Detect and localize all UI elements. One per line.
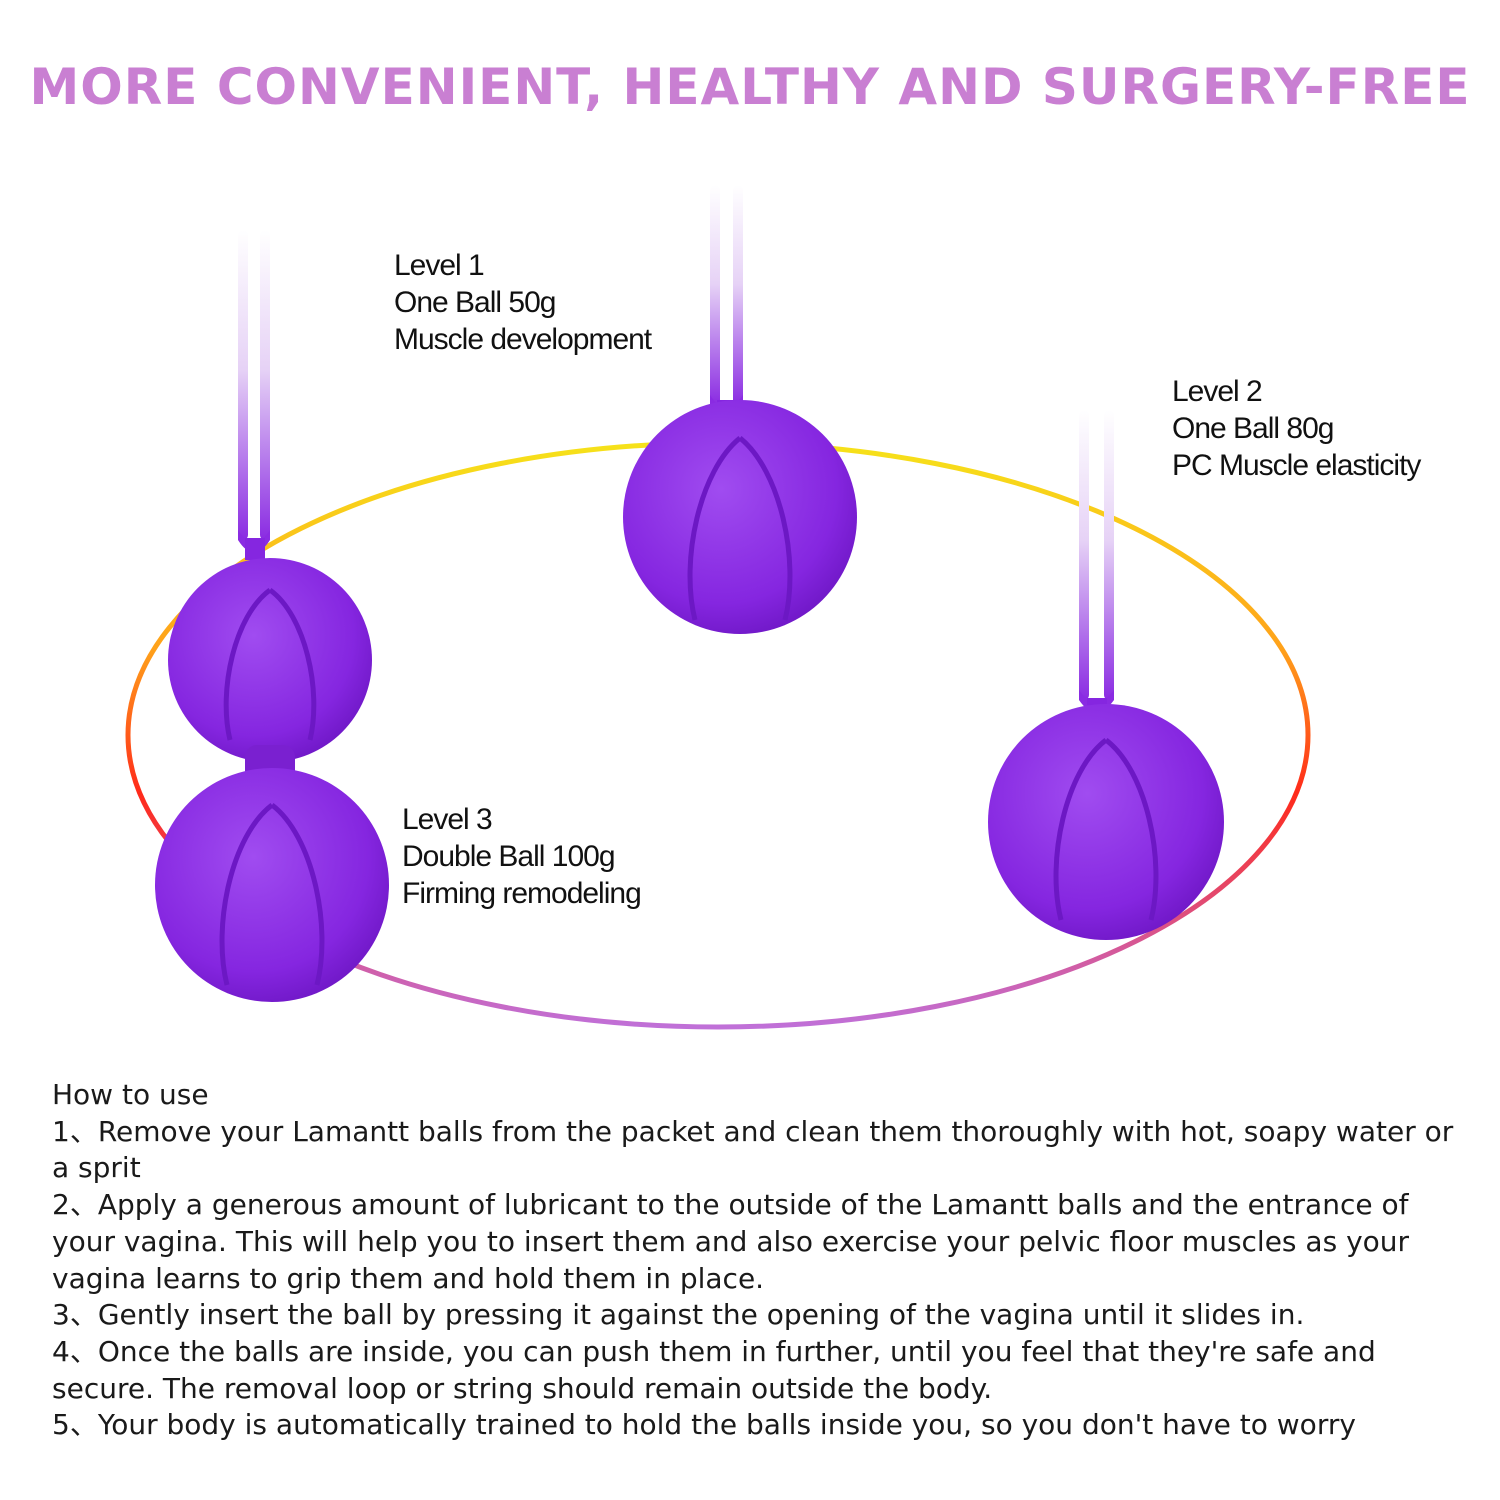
how-to-use-heading: How to use: [52, 1078, 209, 1111]
level-3-spec: Double Ball 100g: [402, 840, 616, 873]
level-3-benefit: Firming remodeling: [402, 877, 642, 910]
level-1-spec: One Ball 50g: [394, 286, 556, 319]
level-2-title: Level 2: [1172, 375, 1263, 408]
level-2-label: Level 2 One Ball 80g PC Muscle elasticit…: [1172, 373, 1421, 484]
level-3-title: Level 3: [402, 803, 493, 836]
level-3-label: Level 3 Double Ball 100g Firming remodel…: [402, 801, 642, 912]
level-1-ball-icon: [623, 185, 857, 634]
level-1-label: Level 1 One Ball 50g Muscle development: [394, 247, 652, 358]
step-2: 2、Apply a generous amount of lubricant t…: [52, 1188, 1410, 1295]
level-3-ball-icon: [155, 230, 389, 1002]
level-1-title: Level 1: [394, 249, 485, 282]
product-illustration: [125, 185, 1311, 1030]
headline: MORE CONVENIENT, HEALTHY AND SURGERY-FRE…: [29, 58, 1471, 116]
how-to-use-section: How to use 1、Remove your Lamantt balls f…: [52, 1077, 1472, 1444]
level-2-ball-icon: [988, 410, 1224, 940]
step-3: 3、Gently insert the ball by pressing it …: [52, 1298, 1305, 1332]
step-5: 5、Your body is automatically trained to …: [52, 1408, 1356, 1442]
level-2-benefit: PC Muscle elasticity: [1172, 449, 1421, 482]
level-2-spec: One Ball 80g: [1172, 412, 1334, 445]
level-1-benefit: Muscle development: [394, 323, 652, 356]
step-1: 1、Remove your Lamantt balls from the pac…: [52, 1114, 1454, 1185]
step-4: 4、Once the balls are inside, you can pus…: [52, 1334, 1376, 1405]
